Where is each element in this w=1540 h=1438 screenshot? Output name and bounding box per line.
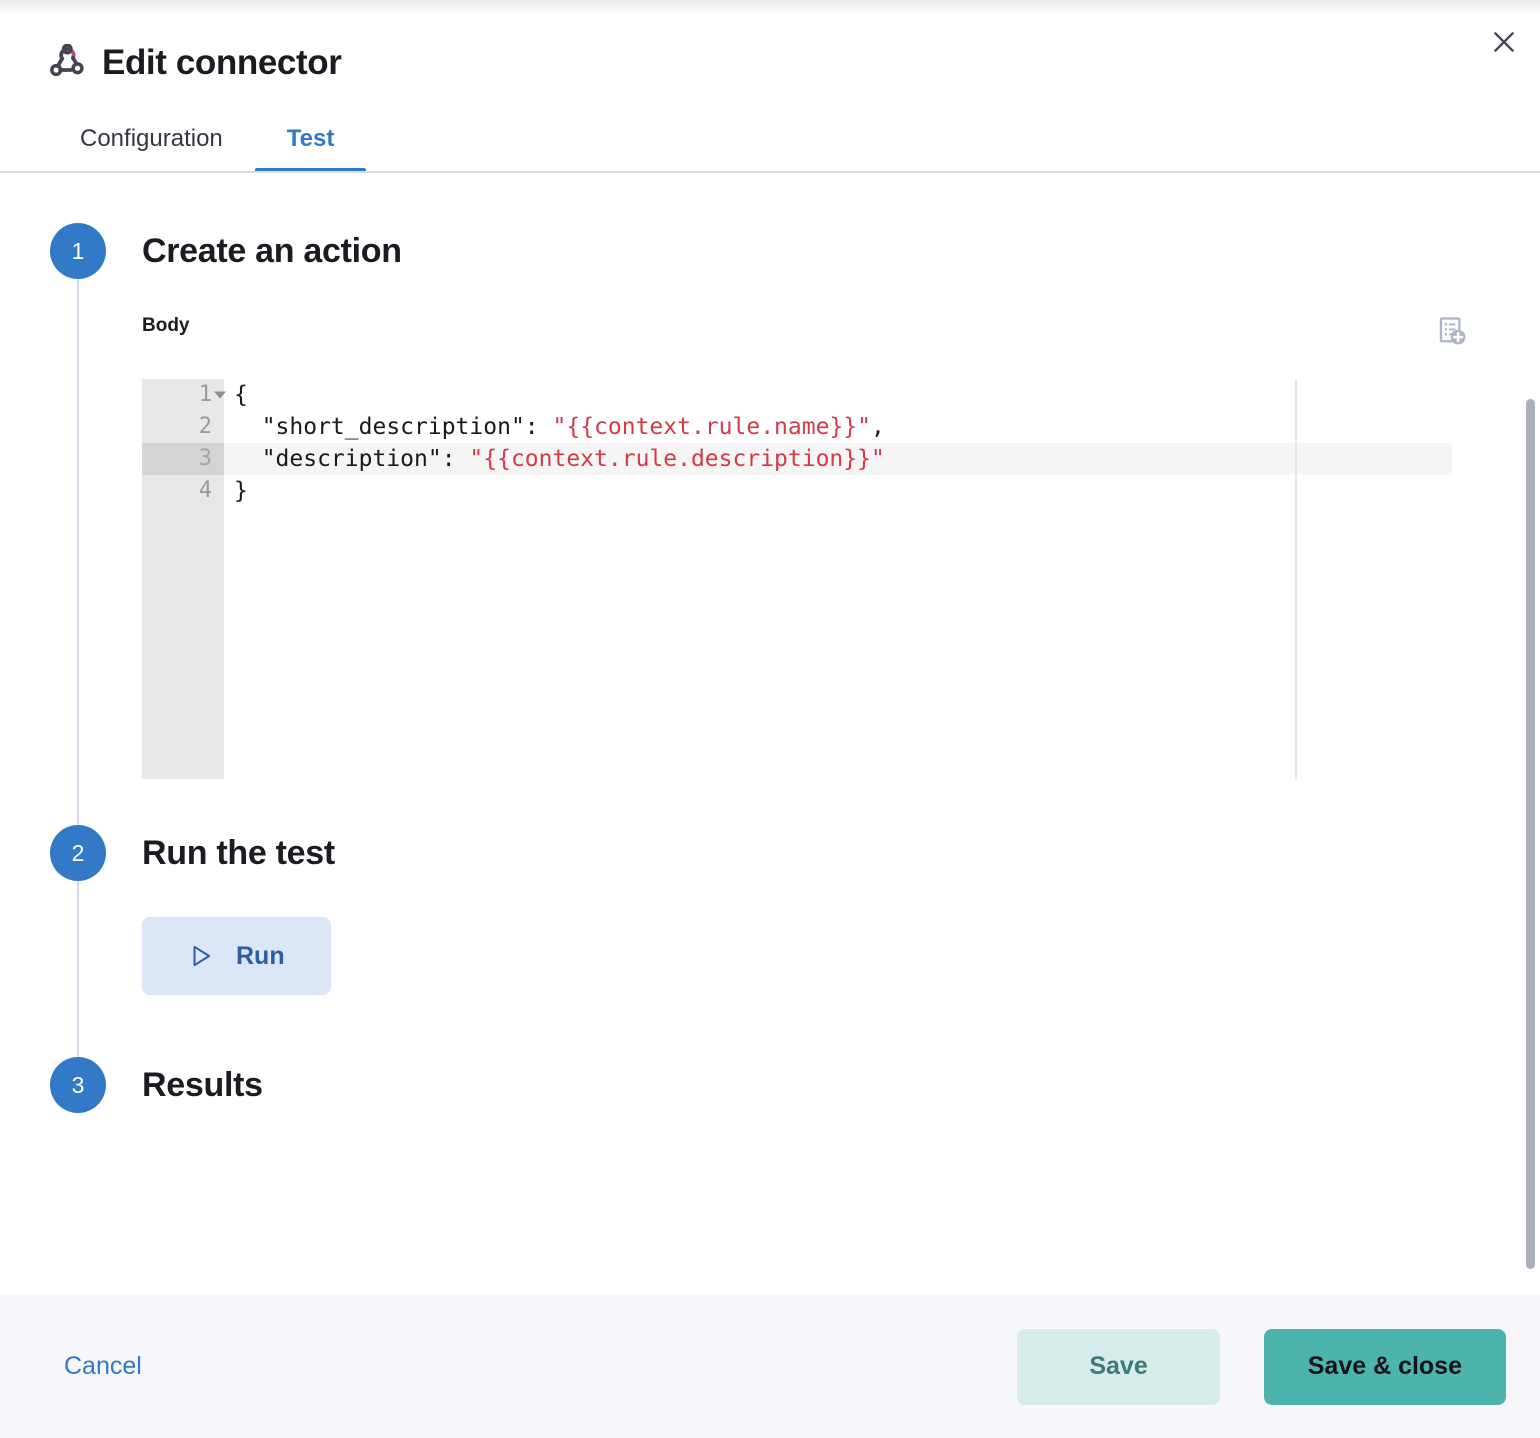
tabs-underline [0, 171, 1540, 174]
play-icon [193, 946, 211, 967]
editor-print-margin [1295, 379, 1297, 780]
gutter-line-number[interactable]: 4 [198, 478, 212, 504]
code-line[interactable]: "description": "{{context.rule.descripti… [224, 443, 1452, 476]
close-icon[interactable] [1480, 18, 1528, 66]
step-title: Run the test [142, 834, 335, 873]
step-title: Create an action [142, 232, 402, 271]
run-button[interactable]: Run [142, 917, 331, 996]
scrollbar-track[interactable] [1526, 385, 1536, 1270]
scrollbar-thumb[interactable] [1526, 399, 1535, 1270]
tab-test[interactable]: Test [254, 117, 367, 174]
tabs-container: Configuration Test [0, 117, 1540, 174]
step-run-the-test: 2 Run the test Run [50, 825, 1540, 1100]
flyout-footer: Cancel Save Save & close [0, 1295, 1540, 1438]
step-create-an-action: 1 Create an action Body [50, 223, 1540, 880]
tab-configuration[interactable]: Configuration [48, 117, 255, 174]
gutter-line-number[interactable]: 2 [198, 414, 212, 440]
editor-code-area[interactable]: { "short_description": "{{context.rule.n… [224, 379, 1466, 779]
code-line[interactable]: "short_description": "{{context.rule.nam… [234, 414, 885, 441]
step-number-badge: 2 [50, 825, 106, 882]
body-code-editor[interactable]: 1 2 3 4 { "short_description": "{{contex… [142, 379, 1466, 780]
flyout-body: 1 Create an action Body [0, 173, 1540, 1295]
run-button-label: Run [236, 941, 285, 970]
test-steps: 1 Create an action Body [0, 173, 1540, 1114]
title-row: Edit connector [34, 43, 1506, 83]
cancel-button[interactable]: Cancel [34, 1342, 172, 1391]
flyout-header: Edit connector Configuration Test [0, 0, 1540, 174]
gutter-line-number[interactable]: 3 [142, 443, 224, 476]
save-and-close-button[interactable]: Save & close [1263, 1328, 1506, 1405]
gutter-line-number[interactable]: 1 [142, 379, 226, 411]
code-line[interactable]: } [234, 478, 248, 505]
body-field-label: Body [142, 315, 190, 337]
step-number-badge: 1 [50, 223, 106, 280]
step-2-content: Run [142, 881, 1540, 996]
page-title: Edit connector [102, 43, 342, 82]
code-line[interactable]: { [234, 382, 248, 409]
step-connector-line [77, 881, 79, 1100]
footer-actions: Save Save & close [1017, 1328, 1506, 1405]
save-button[interactable]: Save [1017, 1328, 1220, 1405]
chevron-down-icon[interactable] [214, 391, 226, 399]
add-variable-icon[interactable] [1436, 315, 1470, 349]
step-results: 3 Results [50, 1057, 1540, 1114]
step-title: Results [142, 1066, 263, 1105]
body-editor-block: Body [142, 315, 1540, 780]
step-number-badge: 3 [50, 1057, 106, 1114]
step-1-content: Body [142, 279, 1540, 780]
editor-gutter: 1 2 3 4 [142, 379, 226, 780]
step-connector-line [77, 279, 79, 880]
webhook-icon [50, 44, 84, 77]
body-label-row: Body [142, 315, 1466, 349]
